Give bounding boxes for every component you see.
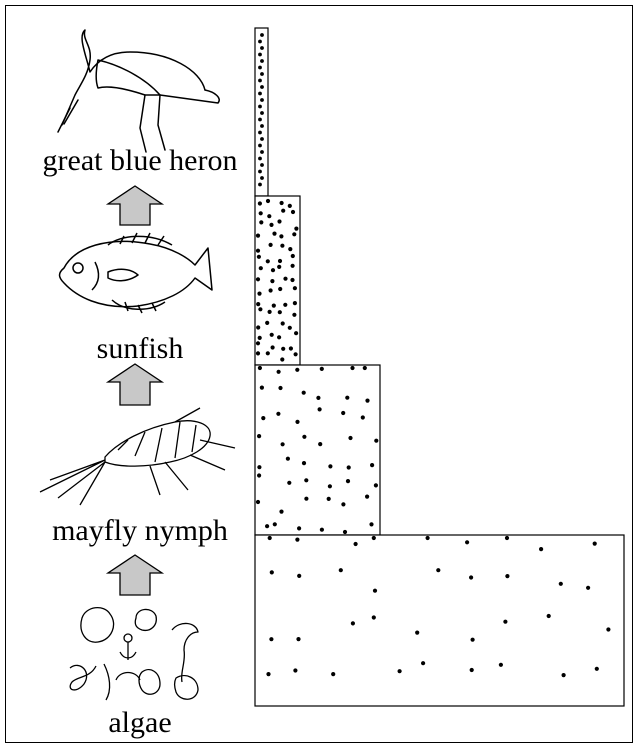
label-algae: algae [18,708,262,738]
bar-algae [255,535,624,706]
label-mayfly-nymph: mayfly nymph [18,516,262,546]
energy-pyramid [255,28,624,706]
arrow-up-icon [108,364,162,405]
bar-mayfly-nymph [255,365,380,535]
arrow-up-icon [108,555,162,595]
label-great-blue-heron: great blue heron [18,146,262,176]
arrow-up-icon [108,186,162,225]
algae-icon [70,608,198,700]
label-sunfish: sunfish [18,334,262,364]
heron-icon [58,30,219,152]
sunfish-icon [60,233,213,313]
mayfly-nymph-icon [40,408,235,505]
